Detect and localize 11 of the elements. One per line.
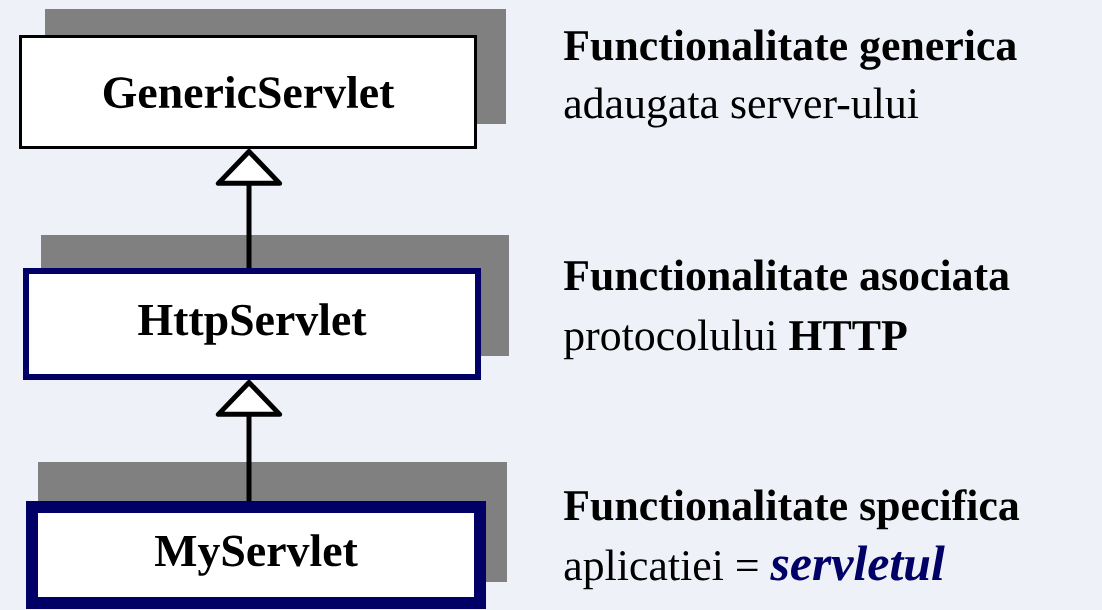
description-heading: Functionalitate generica — [563, 29, 1017, 70]
inheritance-arrow — [215, 149, 283, 268]
description-text: aplicatiei = servletul — [564, 545, 945, 590]
class-box: GenericServlet — [19, 9, 506, 149]
description-heading: Functionalitate specifica — [563, 489, 1020, 530]
class-box: MyServlet — [26, 462, 507, 609]
class-box: HttpServlet — [23, 235, 509, 380]
description-heading: Functionalitate asociata — [563, 259, 1010, 291]
description-text: adaugata server-ului — [564, 87, 919, 128]
description-text: protocolului HTTP — [563, 319, 907, 360]
inheritance-arrow — [215, 380, 283, 501]
